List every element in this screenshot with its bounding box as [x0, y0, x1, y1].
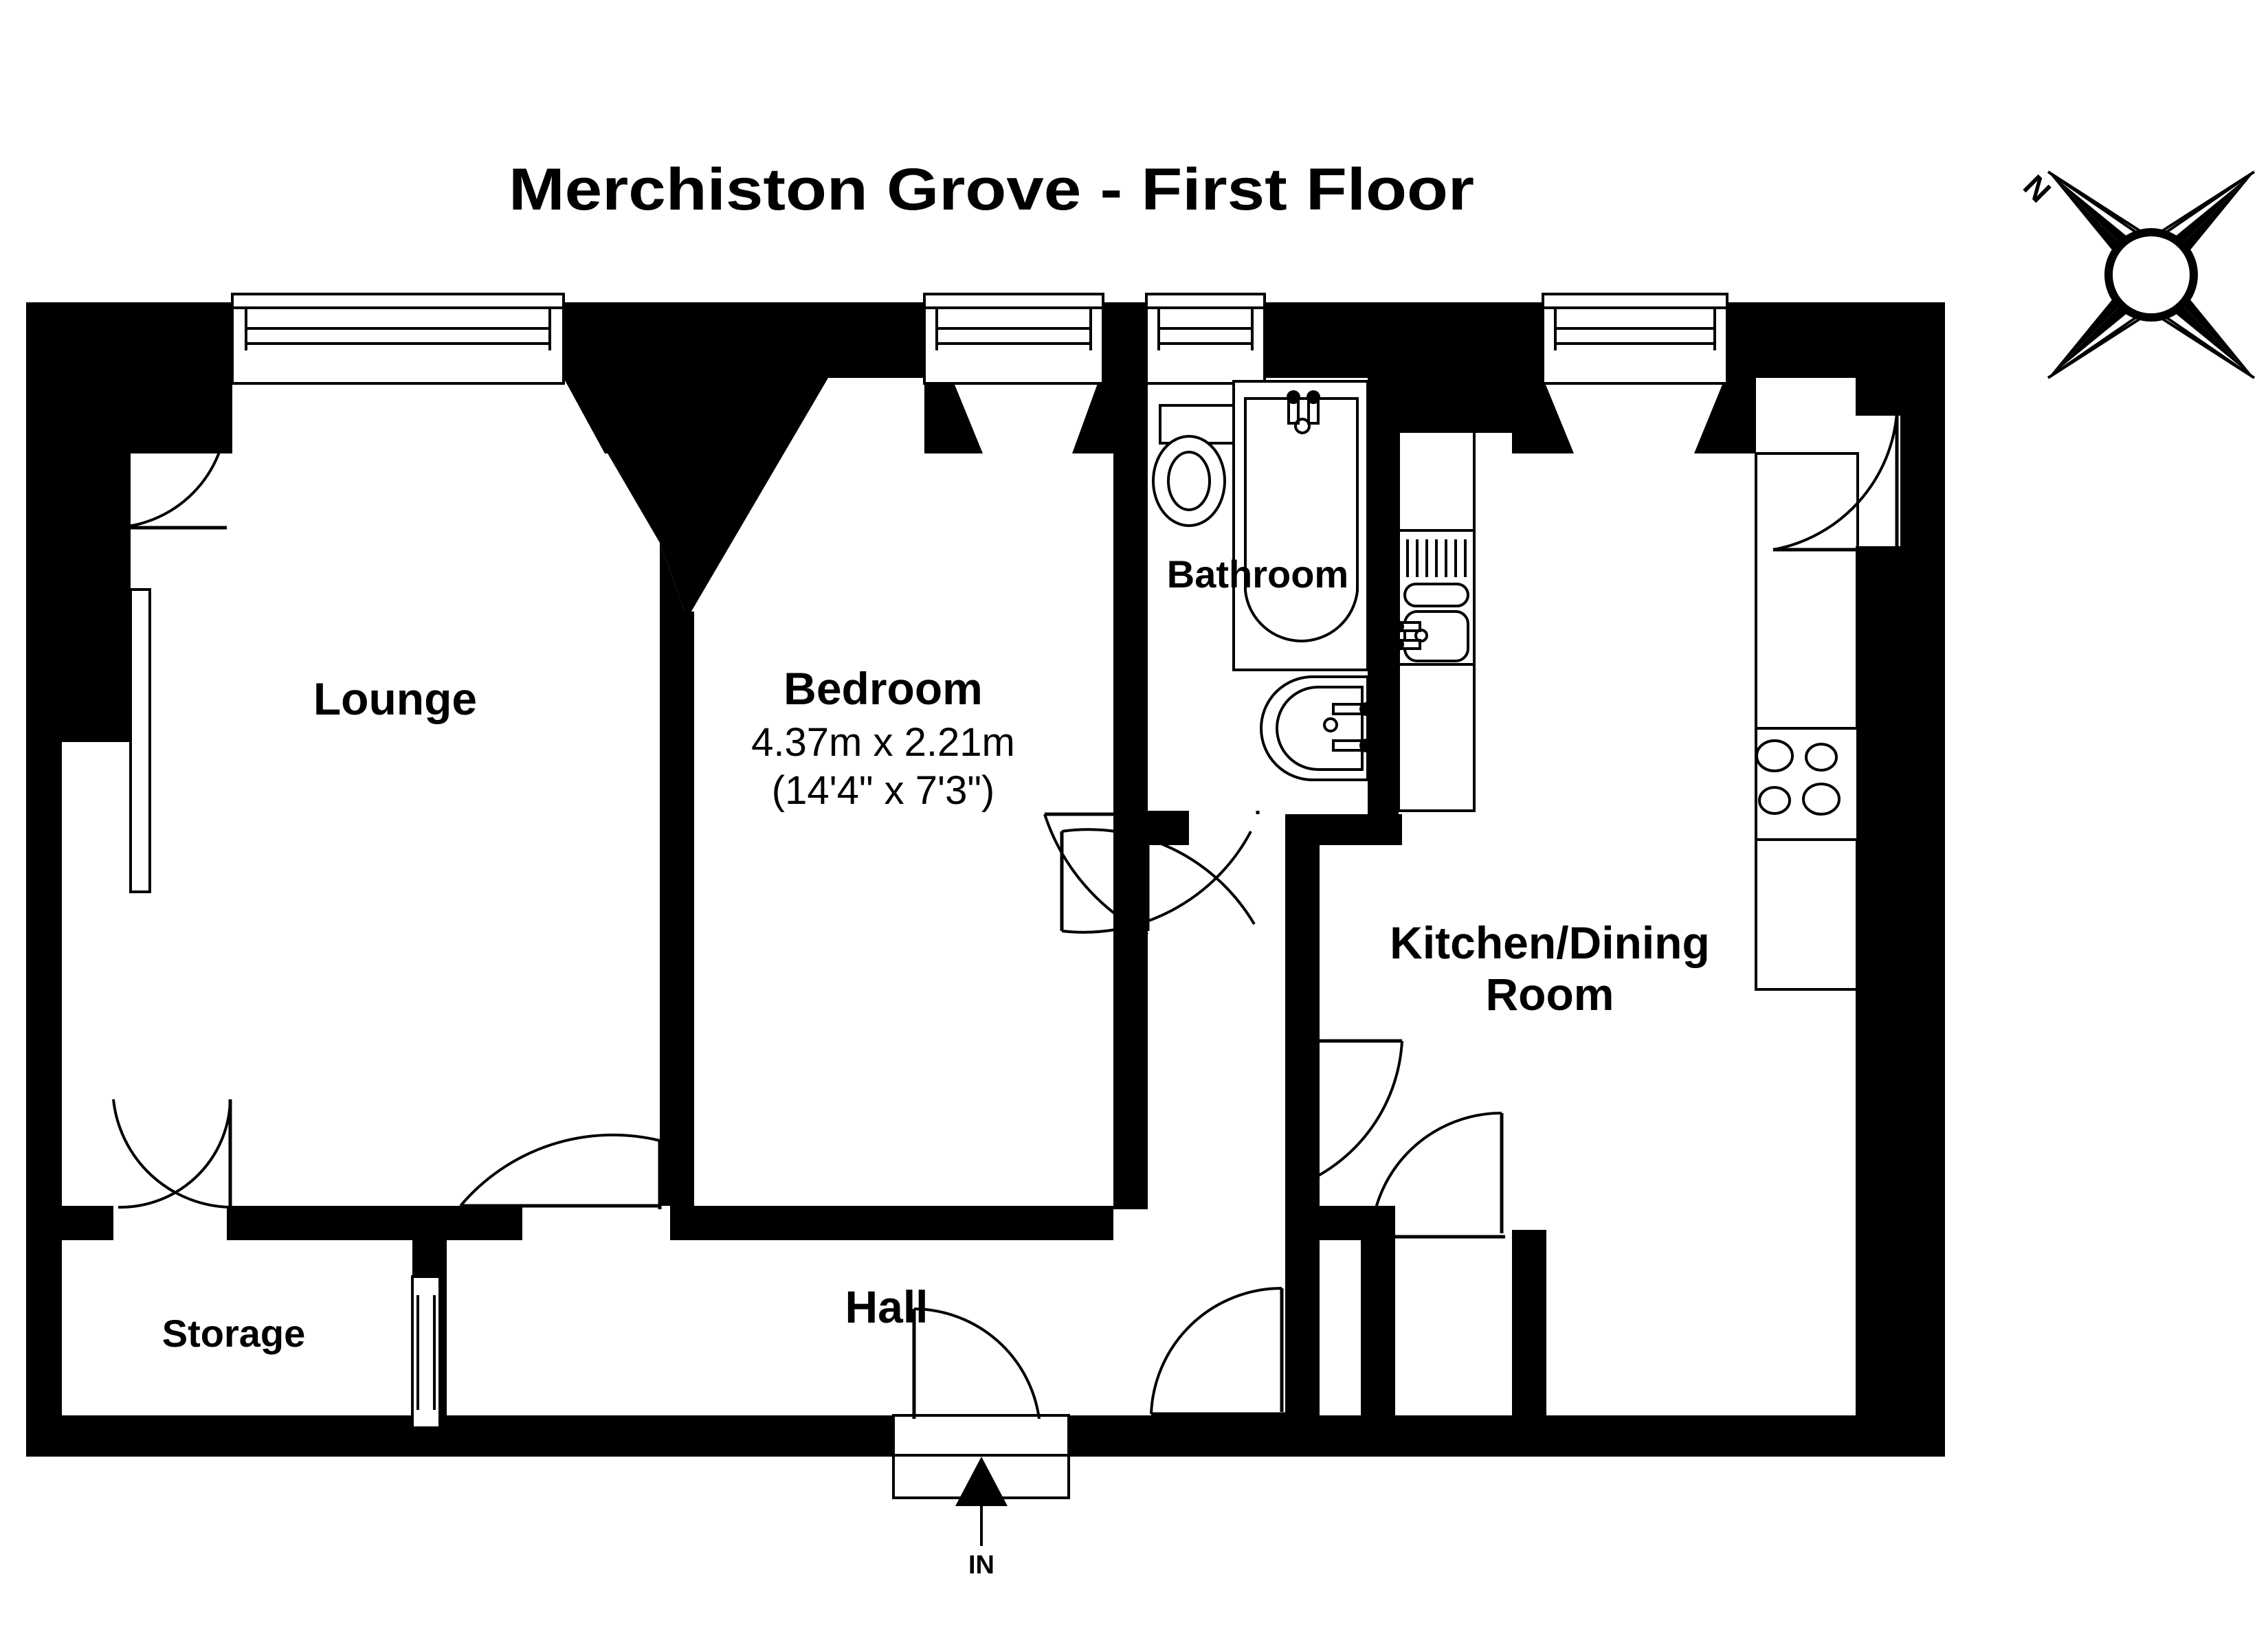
wash-basin-icon: [1260, 675, 1373, 781]
room-label-kitchen: Kitchen/Dining: [1390, 917, 1710, 968]
lounge-recess-panel: [129, 588, 151, 893]
room-label-lounge: Lounge: [313, 673, 477, 724]
entrance-arrow-icon: [955, 1457, 1008, 1506]
doors-group: [109, 409, 1899, 1429]
kitchen-worktop-right: [1755, 452, 1859, 991]
sliding-door-storage: [411, 1275, 441, 1429]
window-kitchen: [1542, 293, 1728, 385]
bath-icon: [1232, 380, 1369, 671]
kitchen-fixtures: [1392, 425, 1859, 991]
door-storage: [112, 1099, 232, 1209]
hob-icon: [1755, 727, 1859, 841]
door-kitchen: [1285, 1039, 1403, 1190]
room-label-bedroom: Bedroom: [783, 663, 983, 714]
window-lounge: [231, 293, 565, 385]
entrance-label: IN: [968, 1551, 994, 1580]
room-label-kitchen-line2: Room: [1486, 969, 1614, 1020]
door-bedroom-inner: [1043, 812, 1150, 936]
page-title: Merchiston Grove - First Floor: [509, 157, 1474, 223]
door-cupboard-left: [1150, 1287, 1285, 1416]
room-dimensions-bedroom-imperial: (14'4" x 7'3"): [772, 768, 994, 813]
walls-group: [26, 302, 1945, 1457]
window-bedroom: [923, 293, 1104, 385]
door-bedroom: [459, 1133, 662, 1209]
door-lounge-alcove: [109, 409, 228, 530]
door-cupboard-right: [1370, 1111, 1505, 1239]
windows-group: [231, 293, 1728, 385]
compass-rose: N: [2016, 168, 2256, 379]
entrance-group: IN: [892, 1308, 1070, 1580]
bathroom-fixtures: [1152, 380, 1373, 781]
room-label-hall: Hall: [845, 1281, 928, 1332]
door-bathroom: [1060, 811, 1260, 934]
kitchen-sink-icon: [1392, 529, 1476, 666]
window-bathroom: [1145, 293, 1266, 385]
room-label-bathroom: Bathroom: [1167, 552, 1348, 596]
room-labels: Lounge Bedroom 4.37m x 2.21m (14'4" x 7'…: [162, 552, 1710, 1355]
room-label-storage: Storage: [162, 1312, 306, 1355]
room-dimensions-bedroom-metric: 4.37m x 2.21m: [751, 720, 1015, 765]
